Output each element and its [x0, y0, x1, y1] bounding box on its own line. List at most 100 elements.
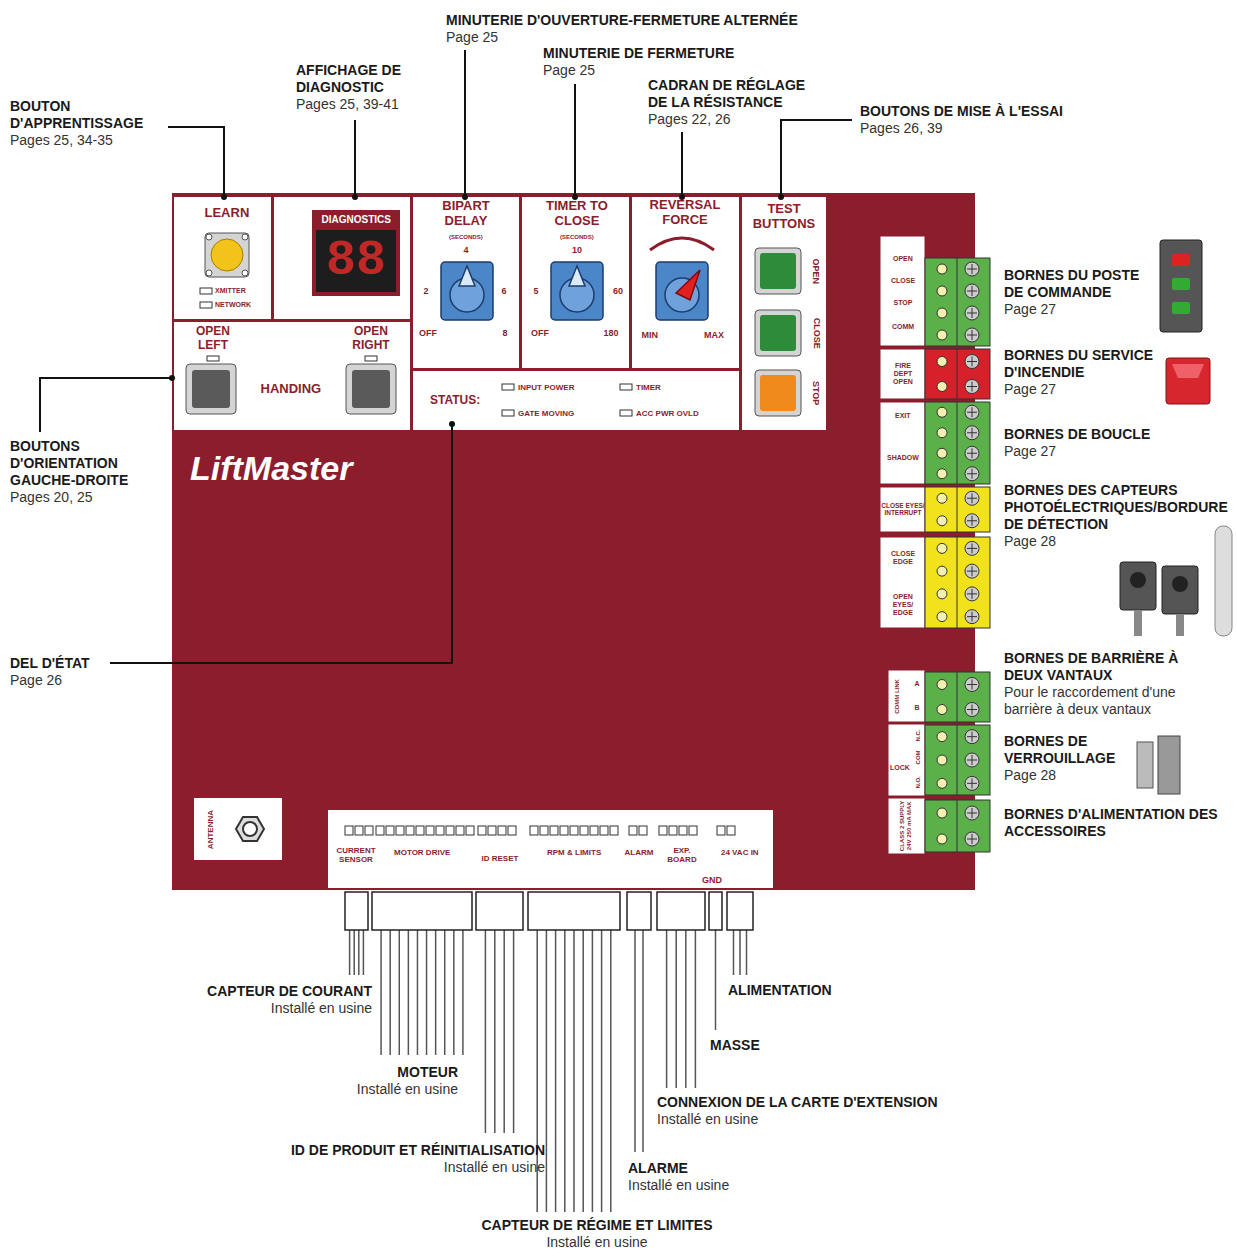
- pin-header: [436, 826, 444, 835]
- terminal-block: [937, 612, 947, 622]
- terminal-block: [967, 808, 977, 818]
- callout-heading: ID DE PRODUIT ET RÉINITIALISATION: [215, 1142, 545, 1159]
- fire-box-icon: [1166, 358, 1210, 404]
- cable-harness: [657, 892, 705, 930]
- terminal-block: [925, 537, 990, 628]
- callout-note: Pages 20, 25: [10, 489, 160, 506]
- switch-indicator: [207, 356, 219, 361]
- switch-indicator: [200, 302, 212, 308]
- callout-heading: BOUTONS D'ORIENTATION GAUCHE-DROITE: [10, 438, 160, 489]
- terminal-block: [965, 806, 979, 820]
- cable-harness: [727, 892, 753, 975]
- callout-note: Installé en usine: [657, 1111, 987, 1128]
- callout-heading: BOUTON D'APPRENTISSAGE: [10, 98, 160, 132]
- callout-note: Page 28: [1004, 533, 1234, 550]
- leader-line: [781, 120, 852, 197]
- handing-button: [352, 370, 390, 408]
- callout: BORNES DES CAPTEURS PHOTOÉLECTRIQUES/BOR…: [1004, 482, 1234, 550]
- test-button: [760, 315, 796, 351]
- terminal-block: [937, 834, 947, 844]
- white-panel: [632, 197, 739, 368]
- panel-text: 180: [604, 328, 619, 338]
- lock-icon: [1158, 736, 1180, 794]
- terminal-block: [967, 264, 977, 274]
- panel-text: INPUT POWER: [518, 383, 574, 392]
- panel-text: LOCK: [890, 764, 910, 772]
- panel-text: 10: [572, 245, 582, 255]
- pin-header: [590, 826, 598, 835]
- callout-heading: ALARME: [628, 1160, 828, 1177]
- callout: BORNES DE BARRIÈRE À DEUX VANTAUXPour le…: [1004, 650, 1204, 718]
- panel-text: CURRENT SENSOR: [334, 846, 378, 864]
- callout-note: Pour le raccordement d'une barrière à de…: [1004, 684, 1204, 718]
- test-button: [760, 253, 796, 289]
- terminal-block: [957, 800, 958, 852]
- pin-header: [426, 826, 434, 835]
- terminal-block: [967, 732, 977, 742]
- terminal-block: [967, 407, 977, 417]
- terminal-block: [937, 778, 947, 788]
- panel-text: OFF: [419, 328, 437, 338]
- terminal-block: [965, 426, 979, 440]
- cable-harness: [503, 930, 505, 1133]
- pin-header: [570, 826, 578, 835]
- panel-text: CLOSE: [811, 318, 821, 349]
- dial-knob: [441, 262, 493, 320]
- white-panel: [413, 197, 519, 368]
- terminal-label-panel: [888, 798, 925, 854]
- terminal-block: [937, 680, 947, 690]
- callout: BOUTONS D'ORIENTATION GAUCHE-DROITEPages…: [10, 438, 160, 506]
- callout: BOUTONS DE MISE À L'ESSAIPages 26, 39: [860, 103, 1160, 137]
- callout-note: Pages 26, 39: [860, 120, 1160, 137]
- terminal-block: [937, 469, 947, 479]
- pin-header: [530, 826, 618, 835]
- callout-heading: MOTEUR: [258, 1064, 458, 1081]
- terminal-label-panel: [880, 236, 925, 346]
- photo-eye-icon: [1134, 610, 1142, 636]
- panel-text: 60: [613, 286, 623, 296]
- terminal-block: [925, 725, 990, 795]
- switch-indicator: [620, 384, 632, 390]
- pin-header: [406, 826, 414, 835]
- callout-heading: BORNES DE BOUCLE: [1004, 426, 1229, 443]
- terminal-block: [967, 612, 977, 622]
- antenna-connector: [194, 798, 282, 860]
- callout-heading: BORNES DU POSTE DE COMMANDE: [1004, 267, 1154, 301]
- pin-header: [717, 826, 725, 835]
- terminal-block: [965, 446, 979, 460]
- panel-text: RPM & LIMITS: [547, 848, 601, 857]
- diagnostic-display: [312, 210, 400, 296]
- photo-eye-icon: [1120, 562, 1156, 610]
- switch-indicator: [620, 410, 632, 416]
- dial-knob: [441, 262, 708, 320]
- callout: GND: [697, 875, 727, 886]
- cable-harness: [634, 930, 636, 1152]
- learn-button: [205, 233, 249, 277]
- callout: BORNES DU SERVICE D'INCENDIEPage 27: [1004, 347, 1162, 398]
- panel-text: GATE MOVING: [518, 409, 574, 418]
- terminal-block: [965, 355, 979, 369]
- learn-button: [242, 234, 248, 240]
- terminal-block: [957, 725, 958, 795]
- terminal-block: [937, 808, 947, 818]
- pin-header: [456, 826, 464, 835]
- fire-box-icon: [1172, 364, 1204, 378]
- panel-text: COMM: [892, 323, 914, 331]
- photo-eye-icon: [1172, 576, 1188, 592]
- control-station-icon: [1160, 240, 1202, 332]
- cable-harness: [444, 930, 446, 1055]
- panel-text: CLASS 2 SUPPLY 24V 250 mA MAX: [899, 800, 913, 852]
- pin-header: [530, 826, 538, 835]
- panel-text: COM: [915, 750, 922, 764]
- terminal-block: [967, 469, 977, 479]
- test-button: [755, 310, 801, 356]
- pin-header: [679, 826, 687, 835]
- terminal-label-panel: [880, 349, 925, 399]
- callout-heading: MINUTERIE D'OUVERTURE-FERMETURE ALTERNÉE: [446, 12, 866, 29]
- terminal-block: [965, 328, 979, 342]
- panel-text: ID RESET: [482, 854, 519, 863]
- callout-heading: MASSE: [710, 1037, 860, 1054]
- cable-harness: [695, 930, 697, 1088]
- lock-icon: [1137, 736, 1180, 794]
- panel-text: CLOSE EYES/ INTERRUPT: [881, 502, 925, 517]
